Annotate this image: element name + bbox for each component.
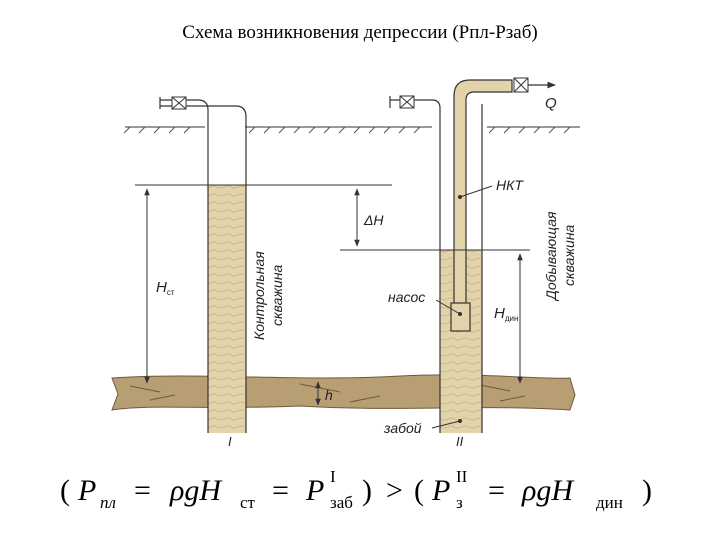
tubing — [453, 79, 513, 319]
control-well-label: Контрольная скважина — [251, 251, 285, 340]
svg-text:P: P — [305, 474, 324, 507]
svg-text:>: > — [386, 474, 403, 507]
delta-h-label: ΔH — [363, 212, 384, 228]
svg-text:ρgH: ρgH — [521, 474, 575, 507]
svg-text:ст: ст — [240, 493, 256, 512]
pump — [450, 302, 471, 332]
pump-label: насос — [388, 289, 425, 305]
svg-text:I: I — [330, 467, 336, 486]
formation-layer — [111, 374, 576, 411]
svg-text:=: = — [134, 474, 151, 507]
svg-text:=: = — [488, 474, 505, 507]
well-2-label: II — [456, 434, 464, 449]
svg-text:з: з — [456, 493, 463, 512]
svg-text:пл: пл — [100, 493, 116, 512]
h-st-label: Hст — [156, 279, 175, 297]
svg-text:II: II — [456, 467, 468, 486]
producing-well-label: Добывающая скважина — [543, 211, 577, 302]
bottomhole-label: забой — [383, 420, 422, 436]
control-well — [159, 96, 247, 433]
depression-formula: ( P пл = ρgH ст = P I заб ) > ( P II з =… — [60, 467, 652, 512]
h-label: h — [325, 387, 333, 403]
svg-text:(: ( — [60, 474, 70, 507]
svg-text:заб: заб — [330, 493, 353, 512]
producing-well — [389, 77, 556, 433]
svg-text:Контрольная: Контрольная — [251, 251, 267, 340]
svg-text:(: ( — [414, 474, 424, 507]
svg-text:скважина: скважина — [269, 264, 285, 326]
flow-label: Q — [545, 95, 557, 112]
svg-text:скважина: скважина — [561, 224, 577, 286]
ground-surface — [123, 126, 580, 134]
h-din-label: Hдин — [494, 305, 518, 323]
svg-text:P: P — [431, 474, 450, 507]
page-title: Схема возникновения депрессии (Рпл-Рзаб) — [182, 22, 538, 43]
svg-text:ρgH: ρgH — [169, 474, 223, 507]
svg-text:Добывающая: Добывающая — [543, 211, 559, 302]
svg-text:P: P — [77, 474, 96, 507]
svg-text:=: = — [272, 474, 289, 507]
svg-text:): ) — [642, 474, 652, 507]
svg-text:дин: дин — [596, 493, 623, 512]
svg-text:): ) — [362, 474, 372, 507]
dimension-lines — [135, 184, 530, 429]
tubing-label: НКТ — [496, 177, 524, 193]
well-1-label: I — [228, 434, 232, 449]
